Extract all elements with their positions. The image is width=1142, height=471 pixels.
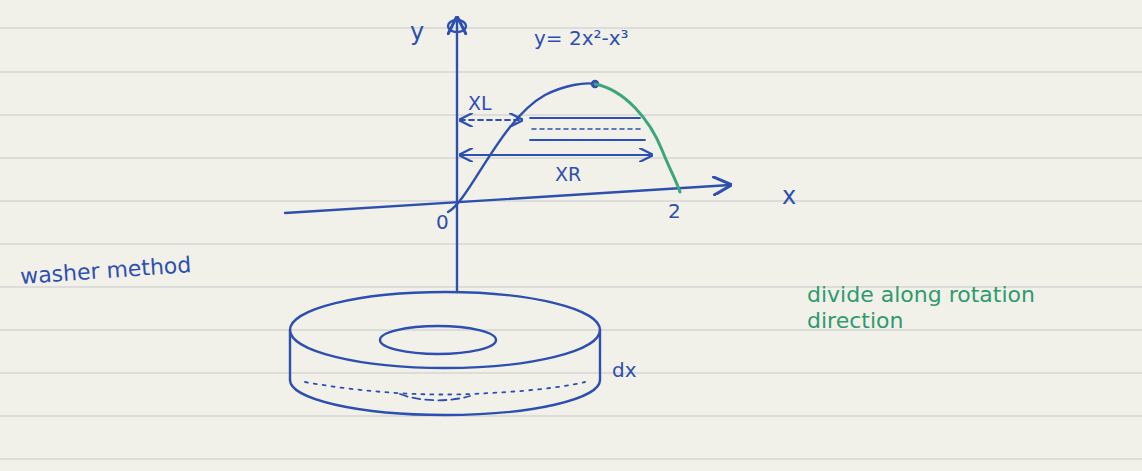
strip-bottom <box>530 139 645 141</box>
xr-arrow <box>460 154 652 156</box>
curve <box>448 83 595 212</box>
axis-label: y <box>408 18 426 47</box>
axis-label: x <box>780 182 798 211</box>
washer-bottom <box>290 380 600 415</box>
xl-arrow <box>460 119 522 121</box>
washer-hole <box>380 326 496 354</box>
washer-side <box>289 330 291 380</box>
dimension-label: XL <box>466 92 494 115</box>
note: divide along rotation direction <box>805 282 1049 335</box>
tick-label: 2 <box>666 199 683 223</box>
thickness-label: dx <box>610 358 639 382</box>
y-axis <box>456 18 458 292</box>
equation: y= 2x²-x³ <box>532 26 631 50</box>
curve-green <box>595 84 680 192</box>
tick-label: 0 <box>434 210 451 234</box>
washer-top <box>290 292 600 368</box>
strip-top <box>530 117 640 119</box>
washer-dots <box>400 394 470 400</box>
dimension-label: XR <box>553 163 583 186</box>
rotation-symbol <box>448 20 466 32</box>
method-note: washer method <box>17 252 194 291</box>
washer-side <box>599 330 601 380</box>
x-axis <box>285 185 730 213</box>
washer-dots <box>305 382 585 395</box>
strip-fill <box>532 128 640 130</box>
ruled-lines <box>0 28 1142 459</box>
